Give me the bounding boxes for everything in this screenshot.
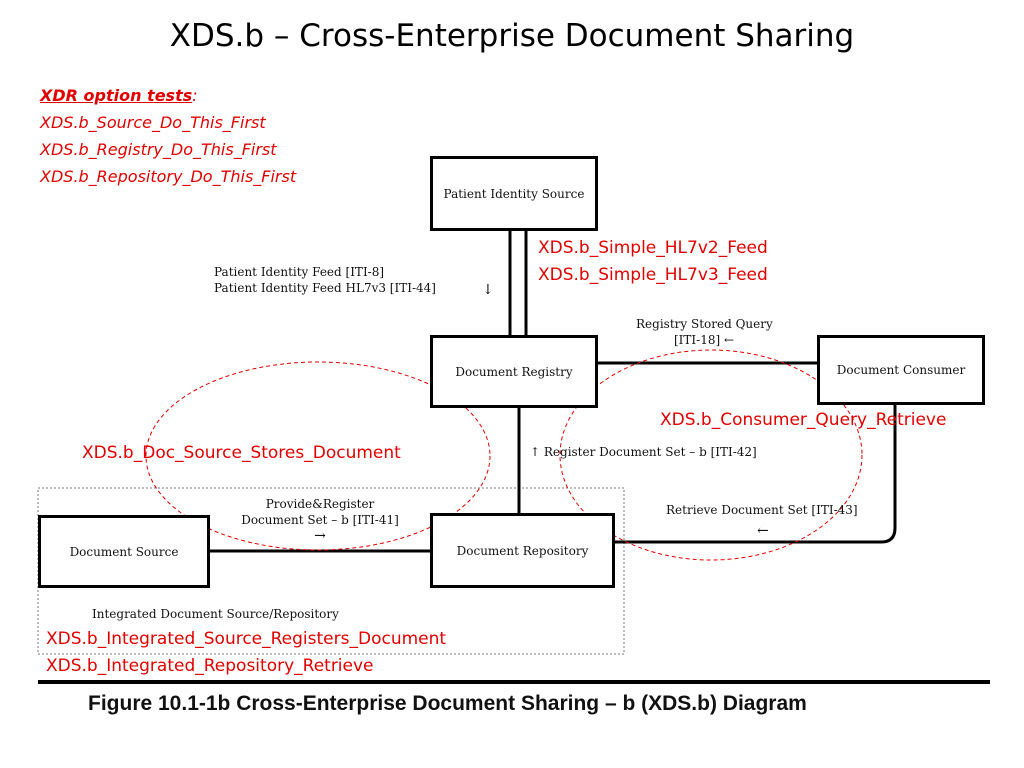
test-hl7v2-feed[interactable]: XDS.b_Simple_HL7v2_Feed bbox=[538, 238, 768, 258]
integrated-label: Integrated Document Source/Repository bbox=[92, 607, 339, 621]
test-integrated-source-registers[interactable]: XDS.b_Integrated_Source_Registers_Docume… bbox=[46, 629, 447, 649]
provide-line2: Document Set – b [ITI-41] bbox=[241, 513, 399, 527]
provide-line1: Provide&Register bbox=[265, 497, 375, 511]
pif-line2: Patient Identity Feed HL7v3 [ITI-44] bbox=[214, 281, 436, 295]
xdr-test-repository[interactable]: XDS.b_Repository_Do_This_First bbox=[40, 167, 297, 186]
page-title: XDS.b – Cross-Enterprise Document Sharin… bbox=[169, 18, 855, 54]
rsq-line2: [ITI-18] ← bbox=[674, 333, 735, 347]
test-consumer-query-retrieve[interactable]: XDS.b_Consumer_Query_Retrieve bbox=[660, 410, 947, 430]
xdr-tests-colon: : bbox=[192, 86, 198, 105]
xdr-test-registry[interactable]: XDS.b_Registry_Do_This_First bbox=[40, 140, 277, 159]
patient-identity-source-box[interactable]: Patient Identity Source bbox=[430, 156, 598, 231]
retrieve-line bbox=[614, 404, 897, 544]
register-document-set-label: ↑ Register Document Set – b [ITI-42] bbox=[530, 445, 757, 459]
pif-down-arrow: ↓ bbox=[482, 282, 494, 298]
provide-right-arrow: → bbox=[314, 528, 326, 544]
document-repository-box[interactable]: Document Repository bbox=[430, 513, 615, 588]
test-hl7v3-feed[interactable]: XDS.b_Simple_HL7v3_Feed bbox=[538, 265, 768, 285]
registry-stored-query-label: Registry Stored Query [ITI-18] ← bbox=[636, 316, 773, 348]
patient-identity-feed-label: Patient Identity Feed [ITI-8] Patient Id… bbox=[214, 264, 436, 296]
retrieve-document-set-label: Retrieve Document Set [ITI-43] bbox=[666, 503, 858, 517]
document-consumer-box[interactable]: Document Consumer bbox=[817, 335, 985, 405]
pif-line1: Patient Identity Feed [ITI-8] bbox=[214, 265, 385, 279]
test-integrated-repository-retrieve[interactable]: XDS.b_Integrated_Repository_Retrieve bbox=[46, 656, 374, 676]
xdr-option-tests: XDR option tests: XDS.b_Source_Do_This_F… bbox=[40, 82, 296, 190]
test-doc-source-stores[interactable]: XDS.b_Doc_Source_Stores_Document bbox=[82, 443, 401, 463]
consumer-test-ellipse bbox=[559, 349, 863, 561]
figure-caption: Figure 10.1-1b Cross-Enterprise Document… bbox=[88, 692, 807, 715]
provide-register-label: Provide&Register Document Set – b [ITI-4… bbox=[234, 496, 406, 544]
xdr-tests-header[interactable]: XDR option tests bbox=[40, 86, 193, 105]
retrieve-left-arrow: ← bbox=[757, 523, 769, 539]
document-source-box[interactable]: Document Source bbox=[38, 515, 210, 588]
xdr-test-source[interactable]: XDS.b_Source_Do_This_First bbox=[40, 113, 266, 132]
document-registry-box[interactable]: Document Registry bbox=[430, 335, 598, 408]
rsq-line1: Registry Stored Query bbox=[636, 317, 773, 331]
doc-source-test-ellipse bbox=[145, 361, 491, 551]
